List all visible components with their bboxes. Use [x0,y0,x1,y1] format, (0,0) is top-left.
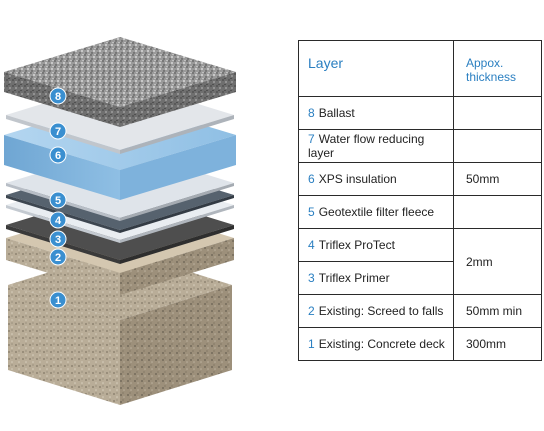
thickness-cell [453,195,542,229]
thickness-cell: 300mm [453,327,542,361]
badge-3: 3 [49,230,67,248]
layer-name: Existing: Screed to falls [318,304,444,318]
badge-7: 7 [49,122,67,140]
svg-text:6: 6 [55,150,61,162]
thickness-cell: 50mm [453,162,542,196]
thickness-cell [453,96,542,130]
svg-text:3: 3 [55,234,61,246]
thickness-cell [453,129,542,163]
thickness-cell: 50mm min [453,294,542,328]
svg-text:2: 2 [55,252,61,264]
table-header-row: Layer Appox. thickness [298,40,542,97]
layer-name: Geotextile filter fleece [318,205,435,219]
header-thickness: Appox. thickness [453,40,542,97]
badge-1: 1 [49,291,67,309]
layer-number: 8 [308,106,315,120]
layer-number: 1 [308,337,315,351]
header-thickness-line2: thickness [466,70,517,84]
layer-name: Triflex ProTect [318,238,395,252]
thickness-cell: 2mm [453,228,542,295]
roof-buildup-diagram: 8 7 6 5 4 3 2 1 [4,37,236,405]
layer-number: 6 [308,172,315,186]
layer-number: 4 [308,238,315,252]
layer-number: 7 [308,132,315,146]
layer-name: Triflex Primer [318,271,390,285]
header-layer: Layer [298,40,454,97]
badge-6: 6 [49,146,67,164]
badge-4: 4 [49,211,67,229]
layer-name: Ballast [318,106,355,120]
layer-number: 5 [308,205,315,219]
svg-text:1: 1 [55,295,61,307]
svg-text:7: 7 [55,126,61,138]
badge-2: 2 [49,248,67,266]
layer-name: Existing: Concrete deck [318,337,445,351]
badge-5: 5 [49,191,67,209]
svg-text:5: 5 [55,195,61,207]
layer-name: Water flow reducing layer [308,132,425,160]
header-thickness-line1: Appox. [466,56,504,70]
badge-8: 8 [49,87,67,105]
layer-number: 2 [308,304,315,318]
layer-name: XPS insulation [318,172,397,186]
svg-text:8: 8 [55,91,61,103]
svg-text:4: 4 [55,215,62,227]
layer-number: 3 [308,271,315,285]
